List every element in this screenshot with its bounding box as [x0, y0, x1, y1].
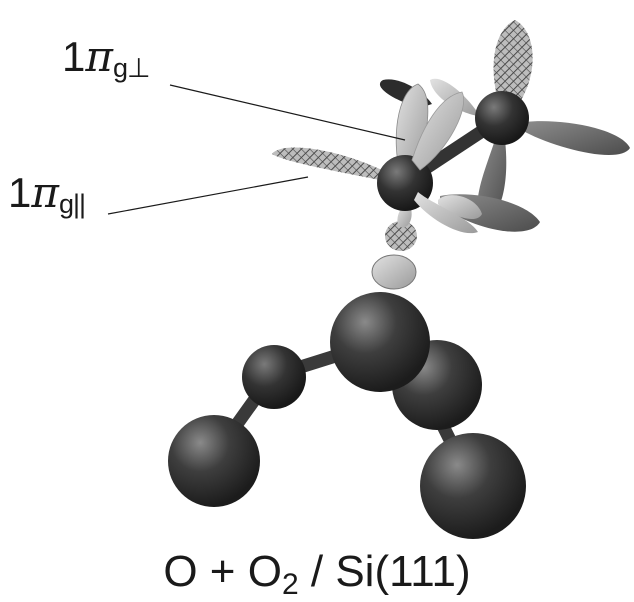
pi-symbol: π [31, 168, 59, 217]
caption-part2: / Si(111) [298, 547, 471, 596]
orbital-lobe-parallel-left [272, 147, 382, 180]
label-subscript: g|| [58, 189, 86, 219]
orbital-label-perpendicular: 1πg⊥ [62, 33, 151, 83]
o-atom-bridge [242, 345, 306, 409]
label-sub-g: g [112, 53, 128, 83]
leader-line-perp [169, 84, 406, 141]
leader-line-par [107, 176, 309, 215]
label-sub-mark: ⊥ [127, 53, 151, 83]
orbital-lobe-front-down [414, 192, 478, 234]
label-prefix: 1 [62, 33, 86, 80]
label-prefix: 1 [8, 169, 32, 216]
o2-orbitals-front [411, 91, 478, 234]
o2-atom-right [475, 91, 529, 145]
orbital-label-parallel: 1πg|| [8, 169, 86, 219]
pi-symbol: π [85, 32, 113, 81]
figure-caption: O + O2 / Si(111) [0, 547, 634, 602]
caption-part1: O + O [163, 547, 282, 596]
sigma-lobe-lower [371, 254, 417, 290]
orbital-lobe-top-right [493, 20, 533, 113]
orbital-lobe-front-left-up [411, 91, 464, 171]
label-subscript: g⊥ [112, 53, 151, 83]
si-atom-top [330, 292, 430, 392]
orbital-lobe-right-horizontal [525, 121, 630, 156]
si-atom-left [168, 415, 260, 507]
label-sub-mark: || [73, 189, 86, 219]
label-sub-g: g [58, 189, 74, 219]
caption-subscript: 2 [281, 568, 299, 601]
sigma-lobe-upper [385, 221, 417, 251]
orbital-lobe-perp-lower [438, 195, 482, 220]
si-atom-right [420, 433, 526, 539]
